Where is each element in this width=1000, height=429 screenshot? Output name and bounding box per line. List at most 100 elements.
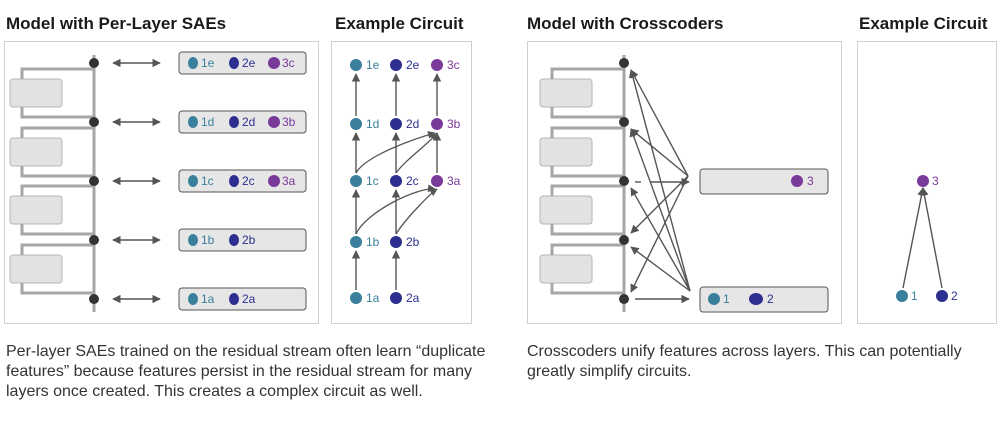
- circuit-edge: [902, 187, 926, 289]
- feature-label: 1a: [201, 292, 215, 306]
- feature-node: [229, 57, 239, 69]
- circuit-node-label: 2: [951, 289, 958, 303]
- feature-label: 3a: [282, 174, 296, 188]
- circuit-edge: [395, 188, 438, 235]
- circuit-node: [390, 175, 402, 187]
- cc-model-block-input: [550, 243, 624, 255]
- cc-model-stream-dot: [619, 117, 629, 127]
- circuit-node-label: 1a: [366, 291, 380, 305]
- sae-model-layer-block: [9, 78, 63, 108]
- circuit-node-label: 2a: [406, 291, 420, 305]
- circuit-node-label: 2d: [406, 117, 419, 131]
- cc-model-layer-block: [539, 78, 593, 108]
- left-model-title: Model with Per-Layer SAEs: [6, 14, 227, 33]
- circuit-node-label: 2e: [406, 58, 420, 72]
- cc-model-layer-block: [539, 195, 593, 225]
- circuit-node-label: 2b: [406, 235, 420, 249]
- circuit-node: [350, 236, 362, 248]
- sae-model-block-output: [20, 166, 94, 178]
- cc-model-stream-dot: [619, 58, 629, 68]
- sae-model-block-output: [20, 224, 94, 236]
- cc-arrow: [630, 246, 691, 292]
- feature-label: 3b: [282, 115, 296, 129]
- feature-label: 1e: [201, 56, 215, 70]
- sae-box: [178, 228, 307, 252]
- circuit-node-label: 3b: [447, 117, 461, 131]
- cc-model-block-input: [550, 126, 624, 138]
- feature-node: [229, 116, 239, 128]
- crosscoder-box: [699, 286, 829, 313]
- circuit-node: [896, 290, 908, 302]
- sae-model-layer-block: [9, 254, 63, 284]
- feature-label: 1: [723, 292, 730, 306]
- feature-node: [268, 116, 280, 128]
- cc-arrow: [630, 175, 689, 234]
- circuit-node-label: 1d: [366, 117, 379, 131]
- feature-node: [708, 293, 720, 305]
- cc-model-layer-block: [539, 254, 593, 284]
- feature-label: 2e: [242, 56, 256, 70]
- circuit-edge: [920, 187, 943, 289]
- feature-node: [188, 57, 198, 69]
- sae-model-stream-dot: [89, 294, 99, 304]
- feature-node: [229, 293, 239, 305]
- circuit-node: [350, 59, 362, 71]
- feature-label: 1d: [201, 115, 214, 129]
- cc-model-stream-dot: [619, 294, 629, 304]
- cc-arrow: [630, 69, 689, 177]
- cc-arrow: [630, 175, 689, 293]
- sae-model-block-input: [20, 67, 94, 79]
- circuit-node-label: 1: [911, 289, 918, 303]
- right-model-title: Model with Crosscoders: [527, 14, 724, 33]
- circuit-node-label: 1c: [366, 174, 379, 188]
- feature-label: 3c: [282, 56, 295, 70]
- circuit-node-label: 1e: [366, 58, 380, 72]
- sae-model-layer-block: [9, 195, 63, 225]
- circuit-node: [350, 118, 362, 130]
- feature-label: 2d: [242, 115, 255, 129]
- cc-model-block-output: [550, 107, 624, 119]
- cc-model-stream-dot: [619, 176, 629, 186]
- sae-model-block-input: [20, 184, 94, 196]
- left-circuit-title: Example Circuit: [335, 14, 464, 33]
- circuit-node: [350, 292, 362, 304]
- cc-arrow: [630, 187, 691, 292]
- feature-label: 2a: [242, 292, 256, 306]
- cc-arrow: [628, 69, 691, 292]
- sae-box: [178, 287, 307, 311]
- feature-label: 2b: [242, 233, 256, 247]
- feature-node: [188, 293, 198, 305]
- circuit-node-label: 3: [932, 174, 939, 188]
- circuit-node: [390, 118, 402, 130]
- feature-label: 2: [767, 292, 774, 306]
- feature-node: [188, 116, 198, 128]
- sae-model-stream-dot: [89, 176, 99, 186]
- sae-model-stream-dot: [89, 235, 99, 245]
- cc-model-block-input: [550, 67, 624, 79]
- circuit-node: [390, 59, 402, 71]
- feature-node: [229, 234, 239, 246]
- left-caption: Per-layer SAEs trained on the residual s…: [6, 343, 486, 400]
- circuit-node-label: 3a: [447, 174, 461, 188]
- right-caption: Crosscoders unify features across layers…: [527, 343, 962, 380]
- feature-label: 1c: [201, 174, 214, 188]
- sae-model-block-input: [20, 243, 94, 255]
- circuit-node: [390, 236, 402, 248]
- sae-model-block-output: [20, 283, 94, 295]
- circuit-node-label: 2c: [406, 174, 419, 188]
- sae-model-layer-block: [9, 137, 63, 167]
- sae-model-block-output: [20, 107, 94, 119]
- right-circuit-title: Example Circuit: [859, 14, 988, 33]
- circuit-node-label: 3c: [447, 58, 460, 72]
- feature-label: 3: [807, 174, 814, 188]
- cc-model-block-input: [550, 184, 624, 196]
- feature-node: [229, 175, 239, 187]
- feature-node: [749, 293, 763, 305]
- circuit-edge: [355, 184, 436, 235]
- circuit-edge: [395, 132, 438, 174]
- circuit-node: [350, 175, 362, 187]
- feature-node: [268, 57, 280, 69]
- cc-model-block-output: [550, 166, 624, 178]
- feature-node: [188, 175, 198, 187]
